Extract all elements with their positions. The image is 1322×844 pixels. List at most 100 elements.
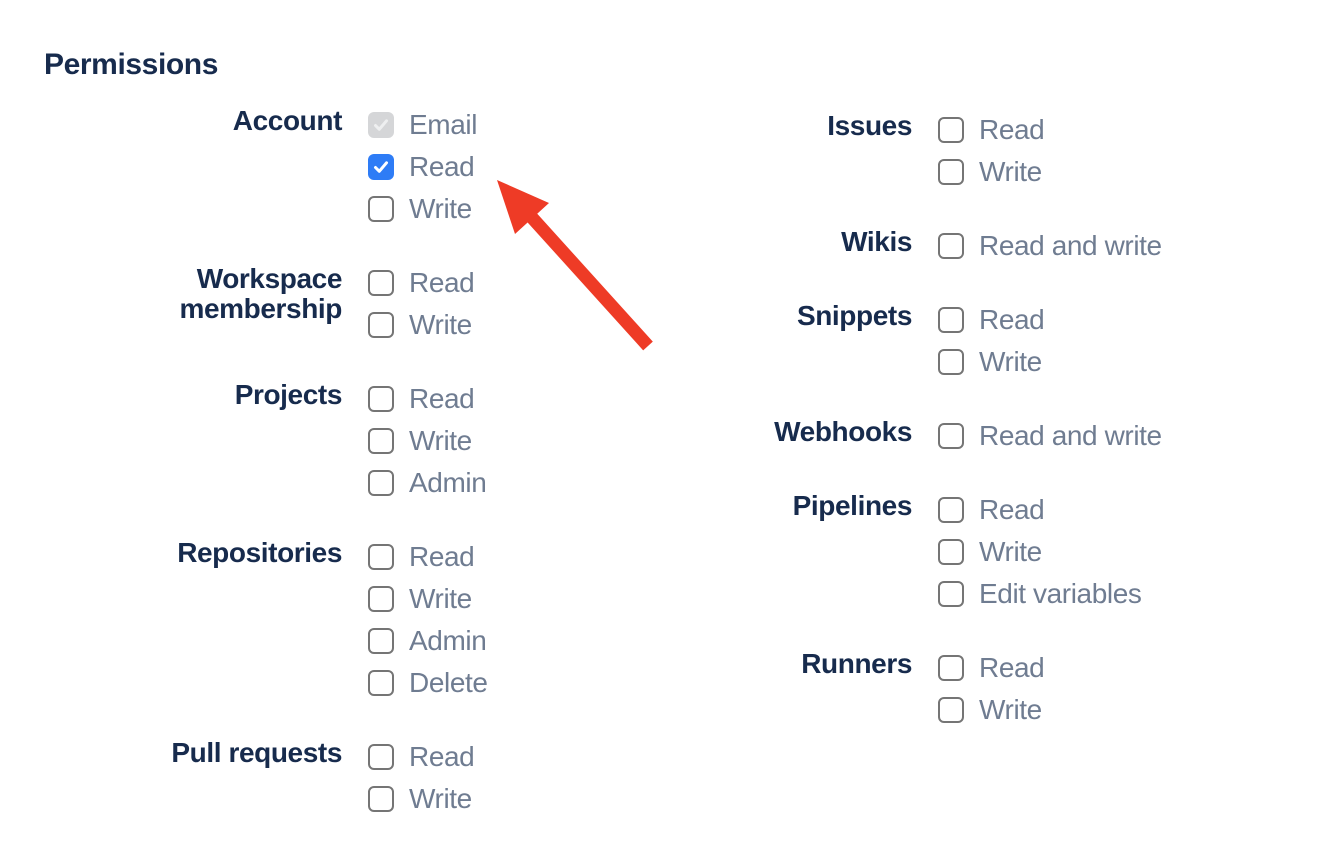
option-row-projects-read: Read <box>368 383 488 414</box>
option-label-workspace-membership-read[interactable]: Read <box>409 267 475 298</box>
option-label-projects-admin[interactable]: Admin <box>409 467 487 498</box>
option-row-workspace-membership-read: Read <box>368 267 488 298</box>
checkbox-workspace-membership-read[interactable] <box>368 270 394 296</box>
checkbox-projects-write[interactable] <box>368 428 394 454</box>
option-label-pull-requests-write[interactable]: Write <box>409 783 472 814</box>
option-row-repositories-delete: Delete <box>368 667 488 698</box>
checkbox-account-write[interactable] <box>368 196 394 222</box>
checkbox-repositories-delete[interactable] <box>368 670 394 696</box>
option-label-webhooks-read-and-write[interactable]: Read and write <box>979 420 1162 451</box>
option-row-account-read: Read <box>368 151 488 182</box>
option-row-repositories-admin: Admin <box>368 625 488 656</box>
checkbox-pull-requests-read[interactable] <box>368 744 394 770</box>
group-label-runners: Runners <box>801 648 912 679</box>
checkbox-repositories-admin[interactable] <box>368 628 394 654</box>
checkbox-pipelines-write[interactable] <box>938 539 964 565</box>
option-label-snippets-read[interactable]: Read <box>979 304 1045 335</box>
checkbox-workspace-membership-write[interactable] <box>368 312 394 338</box>
option-label-workspace-membership-write[interactable]: Write <box>409 309 472 340</box>
checkbox-repositories-write[interactable] <box>368 586 394 612</box>
group-label-workspace-membership: Workspace membership <box>179 263 343 324</box>
option-row-repositories-write: Write <box>368 583 488 614</box>
option-row-issues-read: Read <box>938 114 1162 145</box>
option-label-runners-read[interactable]: Read <box>979 652 1045 683</box>
group-options-webhooks: Read and write <box>938 420 1162 451</box>
option-label-repositories-admin[interactable]: Admin <box>409 625 487 656</box>
option-label-repositories-delete[interactable]: Delete <box>409 667 488 698</box>
checkbox-account-email <box>368 112 394 138</box>
group-label-account: Account <box>232 105 343 136</box>
option-row-snippets-write: Write <box>938 346 1162 377</box>
option-label-account-write[interactable]: Write <box>409 193 472 224</box>
option-row-account-write: Write <box>368 193 488 224</box>
option-label-account-read[interactable]: Read <box>409 151 475 182</box>
option-row-repositories-read: Read <box>368 541 488 572</box>
option-row-wikis-read-and-write: Read and write <box>938 230 1162 261</box>
option-row-pipelines-write: Write <box>938 536 1162 567</box>
checkbox-runners-write[interactable] <box>938 697 964 723</box>
option-row-pipelines-edit-variables: Edit variables <box>938 578 1162 609</box>
group-label-pipelines: Pipelines <box>792 490 913 521</box>
checkbox-pull-requests-write[interactable] <box>368 786 394 812</box>
group-label-pull-requests: Pull requests <box>171 737 342 768</box>
group-label-snippets: Snippets <box>796 300 912 331</box>
checkbox-projects-read[interactable] <box>368 386 394 412</box>
checkbox-issues-read[interactable] <box>938 117 964 143</box>
checkbox-account-read[interactable] <box>368 154 394 180</box>
option-row-webhooks-read-and-write: Read and write <box>938 420 1162 451</box>
checkbox-runners-read[interactable] <box>938 655 964 681</box>
option-label-pipelines-read[interactable]: Read <box>979 494 1045 525</box>
option-label-account-email[interactable]: Email <box>409 109 478 140</box>
option-row-pipelines-read: Read <box>938 494 1162 525</box>
checkbox-repositories-read[interactable] <box>368 544 394 570</box>
checkbox-pipelines-read[interactable] <box>938 497 964 523</box>
option-label-pull-requests-read[interactable]: Read <box>409 741 475 772</box>
option-label-repositories-read[interactable]: Read <box>409 541 475 572</box>
option-row-issues-write: Write <box>938 156 1162 187</box>
page-title: Permissions <box>44 48 219 81</box>
option-row-projects-admin: Admin <box>368 467 488 498</box>
option-label-issues-write[interactable]: Write <box>979 156 1042 187</box>
option-row-workspace-membership-write: Write <box>368 309 488 340</box>
option-label-issues-read[interactable]: Read <box>979 114 1045 145</box>
checkbox-webhooks-read-and-write[interactable] <box>938 423 964 449</box>
option-row-runners-write: Write <box>938 694 1162 725</box>
checkbox-projects-admin[interactable] <box>368 470 394 496</box>
option-label-wikis-read-and-write[interactable]: Read and write <box>979 230 1162 261</box>
option-label-projects-read[interactable]: Read <box>409 383 475 414</box>
checkbox-snippets-write[interactable] <box>938 349 964 375</box>
group-label-repositories: Repositories <box>177 537 342 568</box>
group-options-wikis: Read and write <box>938 230 1162 261</box>
checkbox-wikis-read-and-write[interactable] <box>938 233 964 259</box>
permission-group-webhooks: Webhooks Read and write <box>712 417 1162 451</box>
option-row-pull-requests-write: Write <box>368 783 488 814</box>
option-row-snippets-read: Read <box>938 304 1162 335</box>
group-label-webhooks: Webhooks <box>774 416 912 447</box>
option-label-pipelines-write[interactable]: Write <box>979 536 1042 567</box>
option-label-repositories-write[interactable]: Write <box>409 583 472 614</box>
option-label-snippets-write[interactable]: Write <box>979 346 1042 377</box>
option-label-pipelines-edit-variables[interactable]: Edit variables <box>979 578 1142 609</box>
option-label-runners-write[interactable]: Write <box>979 694 1042 725</box>
checkbox-issues-write[interactable] <box>938 159 964 185</box>
checkbox-pipelines-edit-variables[interactable] <box>938 581 964 607</box>
option-label-projects-write[interactable]: Write <box>409 425 472 456</box>
option-row-pull-requests-read: Read <box>368 741 488 772</box>
option-row-runners-read: Read <box>938 652 1162 683</box>
checkbox-snippets-read[interactable] <box>938 307 964 333</box>
